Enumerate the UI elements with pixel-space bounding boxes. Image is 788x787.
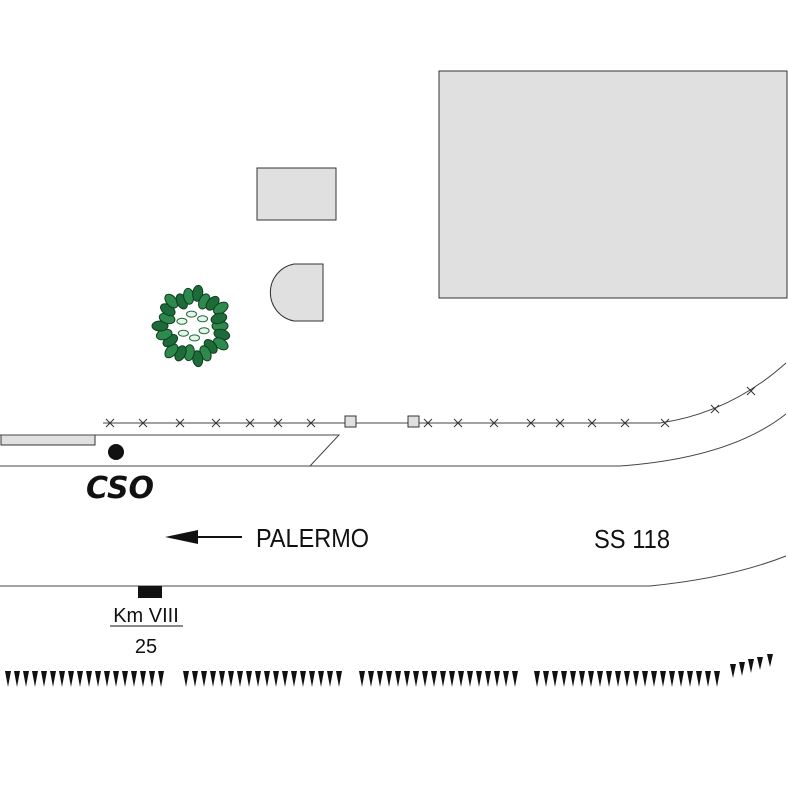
fence-line xyxy=(103,362,787,428)
milestone-km: Km VIII xyxy=(113,605,179,627)
small-building xyxy=(256,167,337,221)
road-edge-north xyxy=(0,413,787,467)
arrow-left-icon xyxy=(165,530,242,544)
large-building xyxy=(438,70,788,299)
tree-icon xyxy=(151,284,231,368)
fence-post xyxy=(344,415,357,428)
milestone-icon xyxy=(138,586,162,598)
access-lane xyxy=(0,434,341,467)
road-edge-south xyxy=(0,555,787,587)
destination-label: PALERMO xyxy=(256,523,369,553)
round-structure xyxy=(269,263,324,322)
milestone-number: 25 xyxy=(135,636,157,658)
platform xyxy=(0,434,96,446)
station-dot-icon xyxy=(108,444,124,460)
station-code: CSO xyxy=(86,471,154,506)
fence-post xyxy=(407,415,420,428)
road-name: SS 118 xyxy=(594,524,670,554)
embankment xyxy=(5,654,773,687)
